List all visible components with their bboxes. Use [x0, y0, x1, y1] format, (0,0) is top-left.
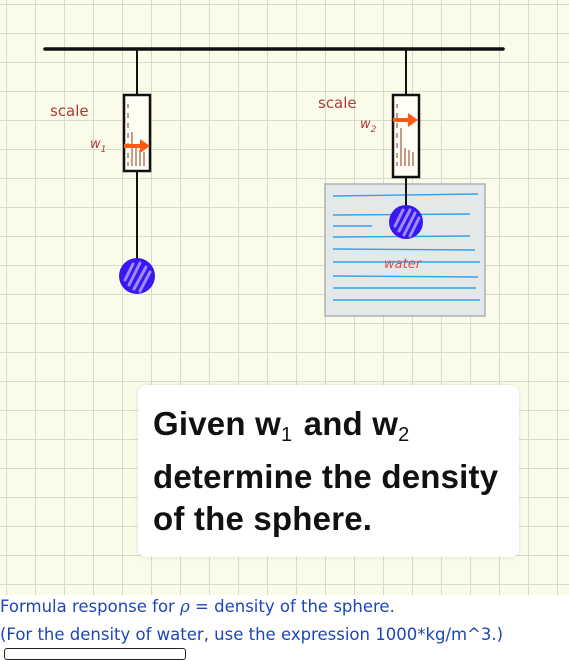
left-scale-label: scale [50, 102, 89, 120]
formula-prompt-line: Formula response for ρ = density of the … [0, 597, 395, 616]
question-line-3: of the sphere. [153, 500, 373, 537]
question-text: Given w1 and w2 determine the density of… [153, 403, 498, 540]
rho-symbol: ρ [180, 597, 190, 616]
right-scale-label: scale [318, 94, 357, 112]
left-scale [122, 93, 152, 173]
question-line-1: Given w1 and w2 [153, 405, 410, 446]
left-arrow-head [140, 139, 150, 153]
apparatus-drawing: scale w1 [43, 47, 505, 317]
formula-answer-input[interactable] [4, 648, 186, 660]
water-tank [324, 183, 486, 317]
right-sphere [389, 205, 423, 239]
right-scale [391, 93, 421, 179]
question-line-2: determine the density [153, 458, 499, 495]
w2-label: w2 [360, 117, 377, 135]
diagram-area: scale w1 [0, 0, 569, 595]
left-sphere [119, 258, 155, 294]
right-arrow-head [408, 113, 418, 127]
water-density-hint: (For the density of water, use the expre… [0, 625, 504, 644]
water-label: water [384, 257, 423, 272]
w1-label: w1 [90, 137, 106, 155]
question-card: Given w1 and w2 determine the density of… [138, 385, 519, 557]
